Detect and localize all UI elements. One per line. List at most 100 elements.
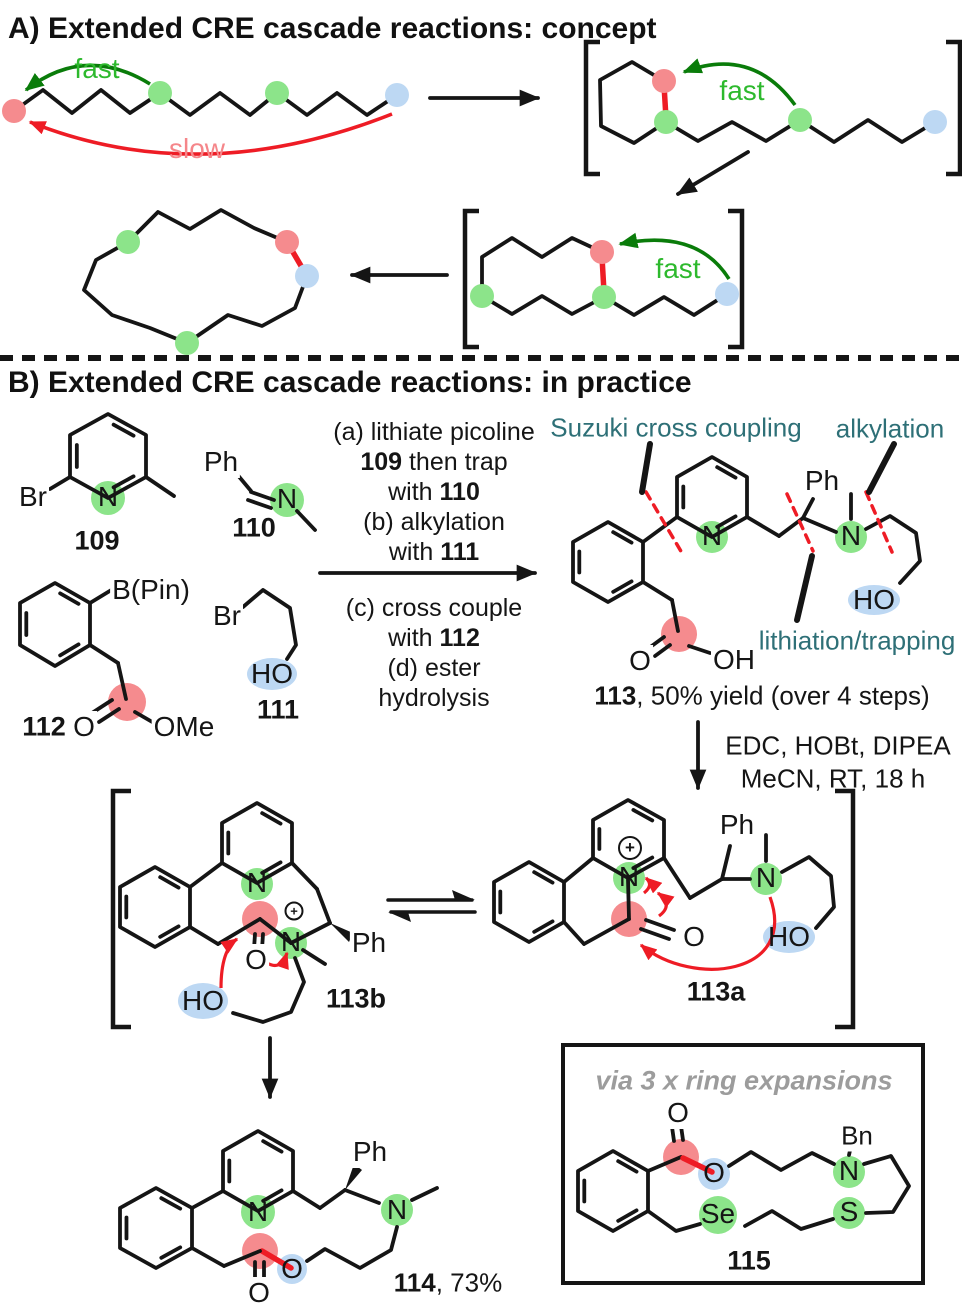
compound-number-114: 114 (393, 1267, 436, 1298)
atom-label-ph-113b: Ph (349, 927, 389, 959)
fast-label-3: fast (655, 253, 701, 284)
compound-110-structure (234, 471, 317, 532)
alkylation-pointer-line (866, 441, 897, 495)
compound-number-109: 109 (74, 525, 120, 556)
double-bond-inner-line (616, 1208, 639, 1223)
concept-intermediate-1 (583, 39, 962, 177)
atom-label-n-amine-113: N (840, 520, 862, 551)
caption-113: 113, 50% yield (over 4 steps) (594, 681, 929, 712)
caption-114: 114, 73% (394, 1268, 502, 1299)
compound-number-115: 115 (727, 1245, 771, 1276)
atom-label-n-pyridine-114: N (247, 1196, 269, 1227)
compound-number-112: 112 (22, 711, 66, 742)
atom-label-o-113a: O (681, 921, 707, 953)
double-bond-inner-line (58, 642, 81, 658)
fast-arrow-1 (24, 63, 151, 92)
curved-arrow-co-113a (656, 891, 675, 918)
atom-label-ome-112: OMe (151, 711, 217, 743)
atom-label-ho-113b: HO (182, 985, 224, 1016)
compound-114-structure (118, 1129, 439, 1284)
concept-intermediate-2 (462, 208, 745, 350)
atom-label-ph-113: Ph (802, 465, 842, 497)
compound-115-box (561, 1043, 925, 1285)
atom-label-ho-113: HO (853, 584, 895, 615)
suzuki-pointer-line (639, 441, 653, 495)
double-bond-inner-line (111, 474, 136, 490)
double-bond-inner-line (631, 855, 655, 870)
compound-number-113b: 113b (325, 983, 387, 1014)
concept-macrocycle (82, 208, 319, 355)
atom-label-oh-113: OH (711, 644, 757, 676)
atom-label-o-ester-114: O (281, 1253, 303, 1284)
atom-label-o-112: O (71, 711, 97, 743)
atom-label-ph-113a: Ph (717, 809, 757, 841)
curved-arrow-o-113b (266, 951, 289, 970)
double-bond-inner-line (611, 579, 634, 594)
curved-arrow-n-113a (642, 876, 663, 895)
compound-number-110: 110 (232, 512, 276, 543)
fast-arrow-2 (682, 58, 797, 107)
atom-label-n-amine-114: N (386, 1194, 408, 1225)
amide-conditions-line2: MeCN, RT, 18 h (740, 763, 926, 794)
double-bond-inner-line (158, 875, 181, 890)
atom-label-n-110: N (276, 483, 298, 514)
double-bond-inner-line (631, 808, 655, 823)
annotation-alkylation: alkylation (835, 413, 945, 444)
atom-label-o-ester-115: O (703, 1157, 725, 1188)
atom-label-n-pyridine-113b: N (246, 867, 268, 898)
caption-113-rest: , 50% yield (over 4 steps) (636, 680, 930, 711)
curved-arrow-ho-113b (219, 937, 239, 989)
compound-111-structure (241, 588, 298, 690)
atom-label-se-115: Se (700, 1198, 736, 1229)
slow-label: slow (168, 133, 226, 164)
caption-114-rest: , 73% (435, 1267, 503, 1298)
double-bond-inner-line (158, 924, 181, 939)
section-b-title: B) Extended CRE cascade reactions: in pr… (8, 366, 692, 399)
double-bond-inner-line (611, 530, 634, 545)
reaction-arrow-a2 (676, 150, 750, 196)
atom-label-bpin-112: B(Pin) (110, 574, 192, 606)
atom-label-n-ammonium-113b: N (280, 926, 302, 957)
double-bond-inner-line (261, 1188, 284, 1203)
curved-arrow-ho-113a (639, 896, 777, 971)
atom-label-n-pyridine-113: N (701, 520, 723, 551)
equilibrium-brackets (110, 788, 856, 1030)
compound-113b-structure (118, 801, 353, 1024)
atom-label-br-109: Br (17, 481, 49, 513)
compound-113a-structure (492, 798, 836, 971)
atom-label-bn-115: Bn (839, 1120, 875, 1152)
slow-arrow (28, 112, 393, 156)
compound-112-structure (18, 581, 156, 725)
compound-number-113: 113 (594, 680, 637, 711)
atom-label-ph-114: Ph (350, 1136, 390, 1168)
double-bond-inner-line (159, 1245, 183, 1260)
annotation-lithiation: lithiation/trapping (758, 625, 956, 656)
concept-open-chain (2, 63, 409, 156)
double-bond-inner-line (111, 422, 136, 438)
box-115-header: via 3 x ring expansions (595, 1065, 893, 1096)
equilibrium-arrows (386, 890, 477, 922)
double-bond-inner-line (715, 514, 738, 529)
atom-label-o-carbonyl-114: O (246, 1277, 272, 1303)
double-bond-inner-line (260, 860, 283, 875)
double-bond-inner-line (715, 465, 738, 480)
fast-label-2: fast (719, 75, 765, 106)
plus-charge-icon-113a: + (618, 836, 642, 860)
fast-label-1: fast (74, 53, 120, 84)
atom-label-o-carbonyl-115: O (665, 1097, 691, 1129)
compound-number-111: 111 (256, 694, 300, 725)
atom-label-ho-113a: HO (768, 921, 810, 952)
atom-label-o-113: O (627, 645, 653, 677)
atom-label-o-113b: O (243, 944, 269, 976)
atom-label-ph-110: Ph (201, 446, 241, 478)
atom-label-n-115: N (838, 1155, 860, 1186)
double-bond-inner-line (260, 811, 283, 826)
compound-113-structure (571, 441, 922, 658)
atom-label-s-115: S (839, 1196, 859, 1227)
atom-label-n-109: N (97, 481, 119, 512)
section-a-title: A) Extended CRE cascade reactions: conce… (8, 12, 657, 45)
fast-arrow-3 (618, 232, 731, 280)
